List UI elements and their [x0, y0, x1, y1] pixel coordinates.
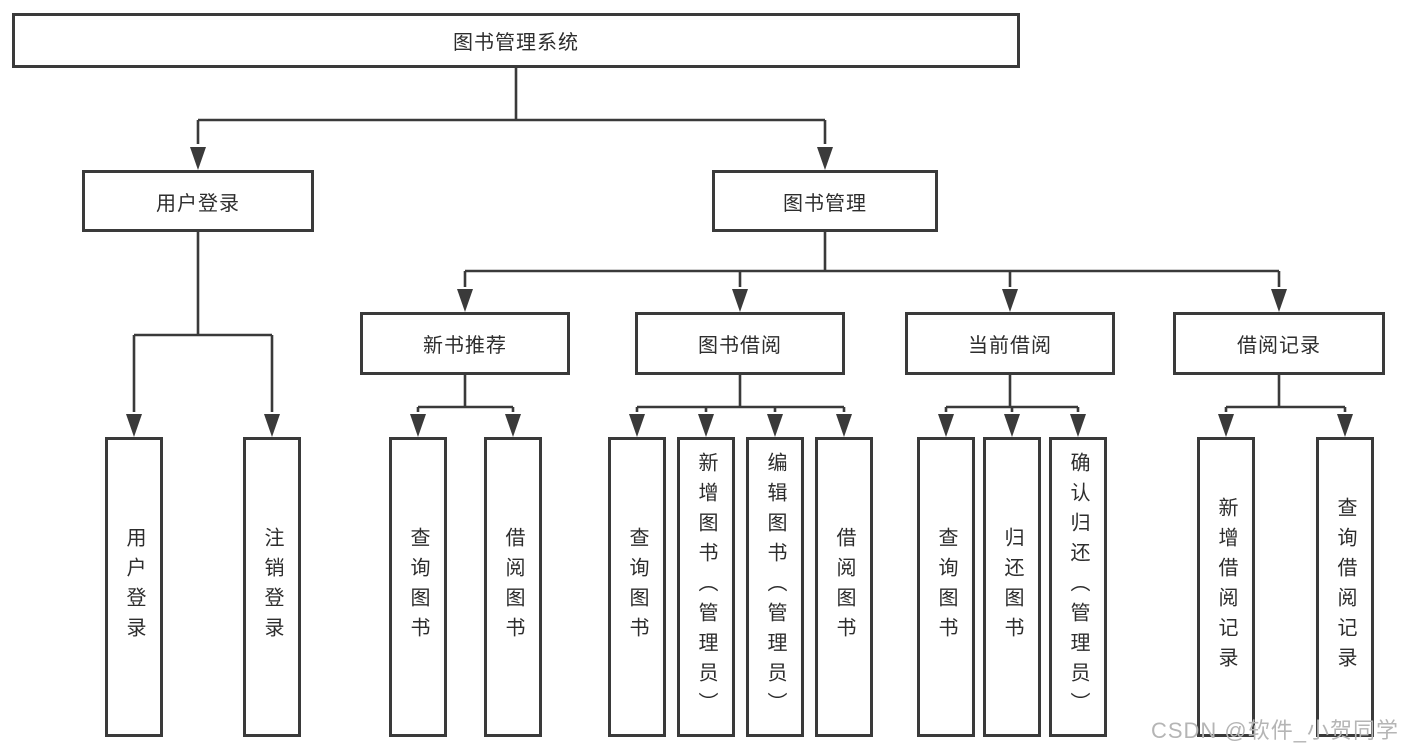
node-label: 图书借阅 — [698, 335, 782, 357]
node-leaf-borrow-book-recommend: 借阅图书 — [484, 437, 542, 737]
node-label: 借阅图书 — [833, 527, 855, 647]
node-label: 新增借阅记录 — [1215, 497, 1237, 677]
node-label: 归还图书 — [1001, 527, 1023, 647]
node-label: 借阅记录 — [1237, 335, 1321, 357]
node-leaf-user-login: 用户登录 — [105, 437, 163, 737]
node-label: 编辑图书（管理员） — [764, 452, 786, 722]
node-label: 用户登录 — [156, 192, 240, 215]
node-leaf-confirm-return-admin: 确认归还（管理员） — [1049, 437, 1107, 737]
node-current-borrow: 当前借阅 — [905, 312, 1115, 375]
node-new-book-recommend: 新书推荐 — [360, 312, 570, 375]
node-library-management-system: 图书管理系统 — [12, 13, 1020, 68]
node-label: 查询图书 — [407, 527, 429, 647]
node-label: 查询图书 — [935, 527, 957, 647]
node-leaf-add-book-admin: 新增图书（管理员） — [677, 437, 735, 737]
node-leaf-borrow-book: 借阅图书 — [815, 437, 873, 737]
node-label: 新增图书（管理员） — [695, 452, 717, 722]
node-leaf-query-borrow-record: 查询借阅记录 — [1316, 437, 1374, 737]
node-label: 图书管理系统 — [453, 32, 579, 54]
node-leaf-query-book-borrow: 查询图书 — [608, 437, 666, 737]
node-label: 查询借阅记录 — [1334, 497, 1356, 677]
node-label: 用户登录 — [123, 527, 145, 647]
node-leaf-query-book-current: 查询图书 — [917, 437, 975, 737]
node-user-login: 用户登录 — [82, 170, 314, 232]
node-leaf-query-book-recommend: 查询图书 — [389, 437, 447, 737]
node-leaf-edit-book-admin: 编辑图书（管理员） — [746, 437, 804, 737]
node-label: 图书管理 — [783, 192, 867, 215]
csdn-watermark: CSDN @软件_小贺同学 — [1150, 718, 1399, 743]
node-label: 借阅图书 — [502, 527, 524, 647]
node-book-borrow: 图书借阅 — [635, 312, 845, 375]
node-label: 确认归还（管理员） — [1067, 452, 1089, 722]
node-label: 查询图书 — [626, 527, 648, 647]
node-borrow-records: 借阅记录 — [1173, 312, 1385, 375]
node-leaf-add-borrow-record: 新增借阅记录 — [1197, 437, 1255, 737]
node-book-management: 图书管理 — [712, 170, 938, 232]
node-label: 新书推荐 — [423, 335, 507, 357]
node-label: 注销登录 — [261, 527, 283, 647]
node-leaf-logout: 注销登录 — [243, 437, 301, 737]
node-leaf-return-book: 归还图书 — [983, 437, 1041, 737]
node-label: 当前借阅 — [968, 335, 1052, 357]
